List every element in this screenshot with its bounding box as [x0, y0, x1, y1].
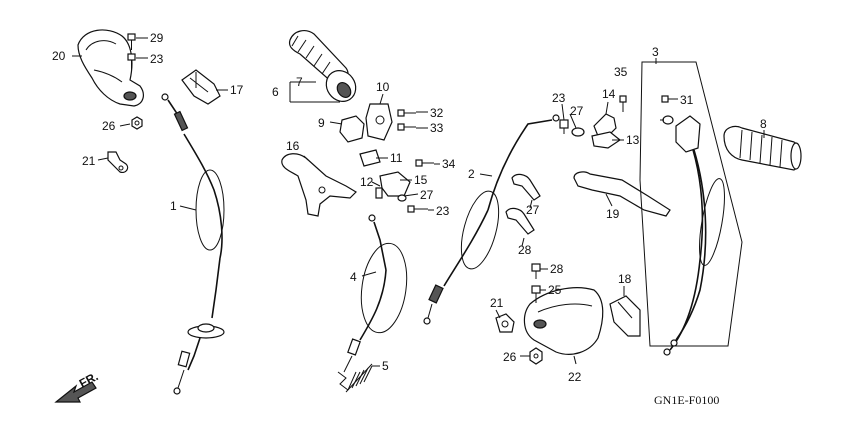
part-label-22: 22 — [568, 370, 582, 384]
part-label-25: 25 — [548, 283, 562, 297]
part-label-28: 27 — [526, 203, 540, 217]
throttle-housing-10[interactable] — [365, 103, 393, 141]
part-label-21: 21 — [82, 154, 96, 168]
front-arrow: FR. — [54, 369, 101, 403]
pin-12[interactable] — [375, 187, 383, 199]
throttle-grip[interactable] — [288, 30, 361, 108]
bracket-13[interactable] — [591, 131, 622, 149]
part-label-34: 29 — [150, 31, 164, 45]
part-label-18: 18 — [618, 272, 632, 286]
clip-21-left[interactable] — [107, 151, 129, 173]
washer-27-right[interactable] — [571, 127, 585, 137]
cover-17[interactable] — [181, 69, 221, 105]
hand-guard-left[interactable] — [77, 29, 144, 107]
bolt-29[interactable] — [531, 263, 541, 279]
bracket-15[interactable] — [379, 171, 411, 197]
callout-6-7 — [289, 81, 340, 103]
part-label-31: 32 — [430, 106, 444, 120]
screw-33[interactable] — [619, 95, 627, 112]
part-label-15: 15 — [414, 173, 428, 187]
part-label-23: 23 — [552, 91, 566, 105]
right-grip-8[interactable] — [723, 125, 802, 171]
lever-16[interactable] — [281, 153, 357, 217]
right-cables — [663, 139, 725, 356]
part-label-17: 17 — [230, 83, 244, 97]
bolt-23-right[interactable] — [559, 119, 569, 134]
part-label-5: 5 — [382, 359, 389, 373]
part-label-8: 8 — [760, 117, 767, 131]
part-label-4: 4 — [350, 270, 357, 284]
part-label-26: 26 — [102, 119, 116, 133]
part-label-9: 9 — [318, 116, 325, 130]
part-label-11: 11 — [390, 151, 403, 165]
cover-18[interactable] — [609, 295, 641, 337]
screw-31a[interactable] — [397, 109, 416, 117]
spring-5[interactable] — [345, 363, 373, 393]
cable-guide-11[interactable] — [359, 149, 381, 167]
part-label-13: 13 — [626, 133, 640, 147]
part-label-24: 23 — [150, 52, 164, 66]
part-label-31: 33 — [430, 121, 444, 135]
clamp-28a[interactable] — [511, 173, 541, 201]
part-label-10: 10 — [376, 80, 390, 94]
part-label-32: 34 — [442, 157, 456, 171]
part-label-3: 3 — [652, 45, 659, 59]
frame-3[interactable] — [639, 61, 743, 347]
clip-21-right[interactable] — [495, 313, 515, 333]
nut-26-right[interactable] — [529, 347, 543, 365]
switch-housing-right[interactable] — [675, 115, 701, 153]
part-label-21: 21 — [490, 296, 504, 310]
screw-31b[interactable] — [397, 123, 416, 131]
part-label-27: 27 — [570, 104, 584, 118]
part-label-2: 2 — [468, 167, 475, 181]
leader-lines — [72, 37, 765, 367]
washer-35[interactable] — [662, 115, 674, 125]
screw-32[interactable] — [415, 159, 434, 167]
part-label-7: 7 — [296, 75, 303, 89]
part-label-19: 19 — [606, 207, 620, 221]
part-label-14: 14 — [602, 87, 616, 101]
part-label-33: 35 — [614, 65, 628, 79]
lever-19[interactable] — [573, 171, 671, 217]
part-label-27: 27 — [420, 188, 434, 202]
part-label-23: 23 — [436, 204, 450, 218]
hand-guard-right[interactable] — [523, 287, 604, 355]
cable-1[interactable] — [161, 93, 225, 395]
clamp-28b[interactable] — [505, 207, 535, 235]
front-direction-label: FR. — [77, 369, 101, 390]
washer-27-center[interactable] — [397, 194, 407, 202]
part-label-28: 28 — [518, 243, 532, 257]
part-label-29: 28 — [550, 262, 564, 276]
part-label-12: 12 — [360, 175, 374, 189]
bolt-24[interactable] — [127, 53, 136, 72]
cable-2[interactable] — [423, 114, 560, 325]
part-label-6: 6 — [272, 85, 279, 99]
part-label-26: 26 — [503, 350, 517, 364]
part-label-1: 1 — [170, 199, 177, 213]
bolt-34[interactable] — [127, 33, 136, 50]
part-label-16: 16 — [286, 139, 300, 153]
bolt-23-center[interactable] — [407, 205, 428, 213]
part-label-20: 20 — [52, 49, 66, 63]
cable-4[interactable] — [337, 214, 412, 391]
nut-26-left[interactable] — [131, 116, 143, 130]
part-label-30: 31 — [680, 93, 694, 107]
diagram-code: GN1E-F0100 — [654, 393, 719, 407]
throttle-housing-9[interactable] — [339, 115, 365, 143]
part-labels: 20 29 23 26 21 1 17 7 6 16 9 10 11 12 15… — [52, 31, 767, 384]
